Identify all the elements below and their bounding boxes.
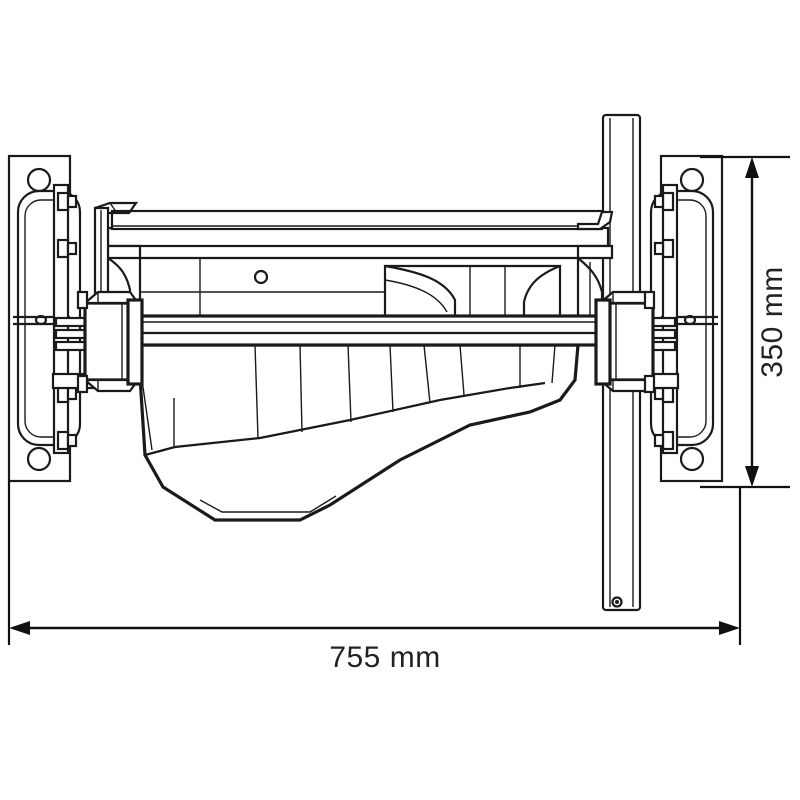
left-shaft-stubs	[54, 316, 88, 352]
left-hub-flange	[76, 290, 153, 451]
dimension-arrow-left	[9, 621, 30, 635]
right-shaft-stubs	[643, 316, 677, 352]
dimension-arrow-top	[745, 157, 759, 178]
left-bracket-bolts	[56, 191, 78, 451]
left-plate-hole-bottom-icon	[26, 446, 52, 472]
dimension-width: 755 mm	[7, 481, 742, 674]
dimension-height: 350 mm	[700, 155, 790, 489]
horizontal-cross-bar	[126, 314, 622, 347]
dimension-height-label: 350 mm	[756, 266, 789, 377]
right-hub-flange	[594, 290, 656, 394]
right-mounting-plate	[614, 154, 724, 483]
dimension-arrow-bottom	[745, 466, 759, 487]
right-plate-hole-top-icon	[679, 167, 705, 193]
dimension-width-label: 755 mm	[329, 641, 440, 674]
right-bracket-bolts	[653, 191, 675, 451]
right-plate-hole-bottom-icon	[679, 446, 705, 472]
dimension-arrow-right	[719, 621, 740, 635]
left-mounting-plate	[7, 154, 117, 483]
left-plate-hole-top-icon	[26, 167, 52, 193]
housing-drain-hole-icon	[253, 269, 269, 285]
